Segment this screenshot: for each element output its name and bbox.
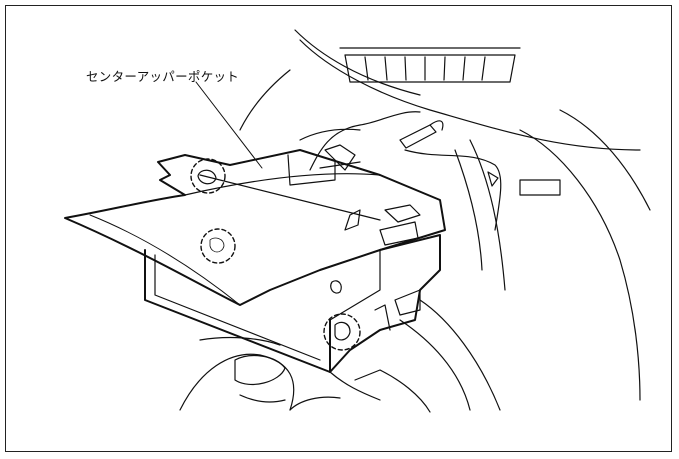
pocket-lid (64, 149, 446, 306)
shift-knob-area (179, 336, 431, 413)
air-vent-grille (339, 47, 521, 83)
clip-circle-middle (200, 228, 236, 264)
clip-circle-top (190, 158, 226, 194)
clip-markers (190, 158, 361, 351)
clip-details (197, 169, 351, 341)
callout-label-center-upper-pocket: センターアッパーポケット (86, 69, 240, 84)
figure-frame (5, 5, 672, 452)
callout-leader-line (195, 81, 263, 169)
dashboard-lines (239, 29, 651, 411)
wire-harness (309, 111, 502, 231)
pocket-body (144, 144, 441, 373)
clip-circle-right (323, 313, 361, 351)
